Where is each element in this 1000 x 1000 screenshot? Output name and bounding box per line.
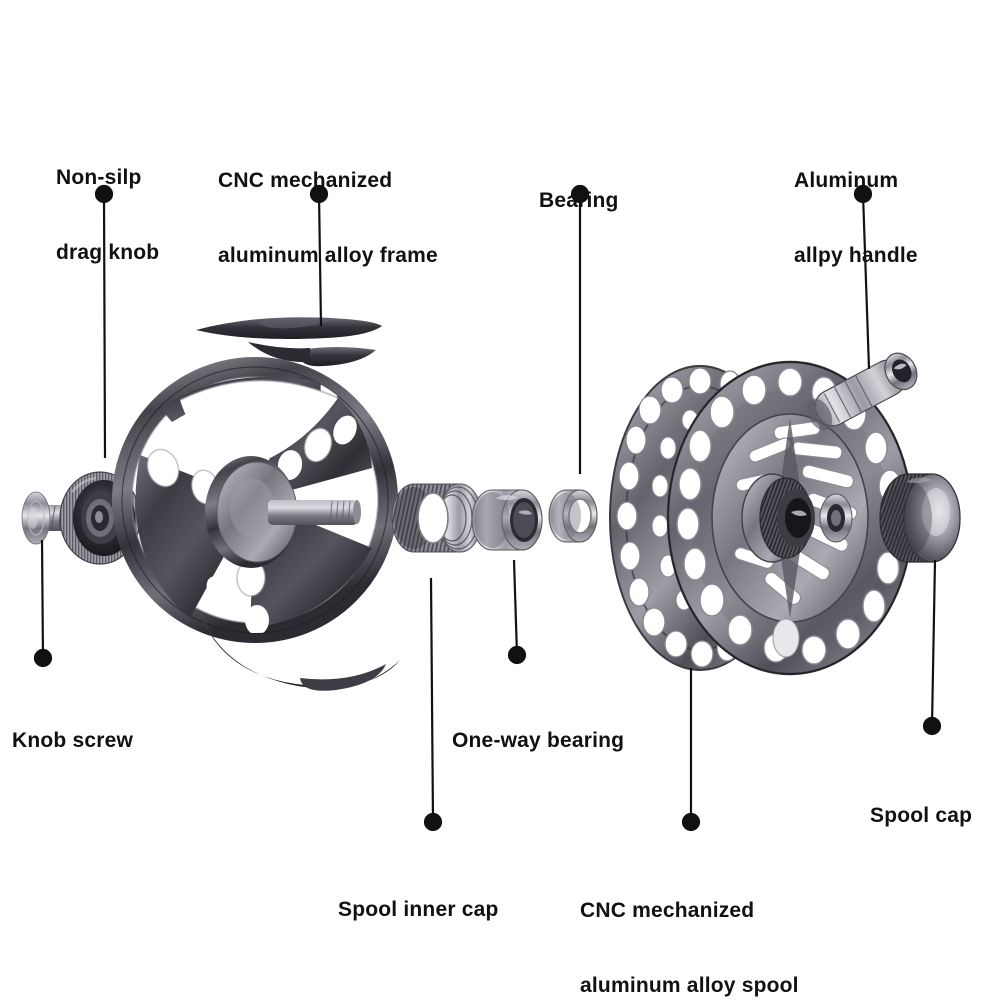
frame-part [112, 317, 400, 691]
label-cnc-spool: CNC mechanized aluminum alloy spool [580, 848, 799, 1000]
label-line-2: aluminum alloy frame [218, 244, 438, 267]
bearing-part [548, 489, 598, 543]
label-cnc-frame: CNC mechanized aluminum alloy frame [218, 118, 438, 318]
label-spool-inner-cap: Spool inner cap [338, 847, 499, 972]
label-knob-screw: Knob screw [12, 678, 133, 803]
label-line-1: CNC mechanized [580, 899, 755, 922]
spool-inner-cap-part [391, 483, 483, 553]
label-spool-cap: Spool cap [870, 753, 972, 878]
label-aluminum-alloy-handle: Aluminum allpy handle [794, 118, 918, 318]
frame-foot [196, 317, 382, 367]
label-line-1: CNC mechanized [218, 169, 393, 192]
label-line-1: Spool cap [870, 804, 973, 827]
label-line-1: Non-silp [56, 166, 142, 189]
label-bearing: Bearing [539, 138, 619, 263]
label-line-1: Spool inner cap [338, 898, 499, 921]
label-line-1: Bearing [539, 189, 619, 212]
label-line-1: Aluminum [794, 169, 899, 192]
label-one-way-bearing: One-way bearing [452, 678, 624, 803]
label-line-1: Knob screw [12, 729, 134, 752]
label-non-slip-drag-knob: Non-silp drag knob [56, 115, 159, 315]
label-line-1: One-way bearing [452, 729, 625, 752]
spool-cap-part [879, 473, 961, 563]
spool-part [609, 360, 914, 676]
handle-part [807, 352, 918, 431]
one-way-bearing-part [471, 489, 543, 551]
label-line-2: drag knob [56, 241, 160, 264]
label-line-2: aluminum alloy spool [580, 974, 799, 997]
label-line-2: allpy handle [794, 244, 918, 267]
